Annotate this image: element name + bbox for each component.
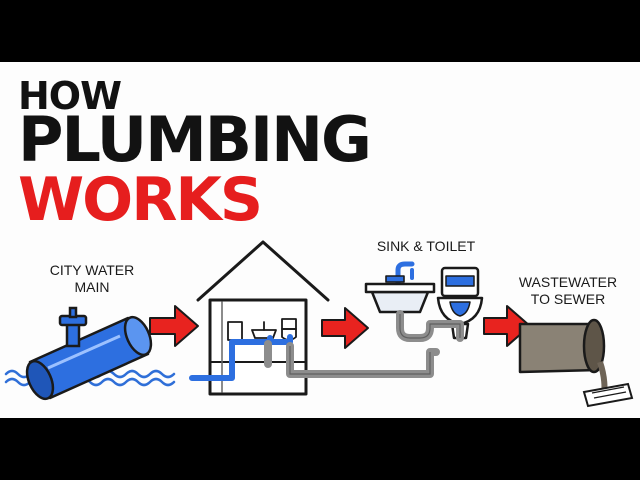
wastewater-label-line1: WASTEWATER [518,274,618,290]
valve-icon [58,306,88,348]
title-works: WORKS [18,165,263,235]
flow-arrows [149,305,531,349]
arrow-to-sewer [483,305,531,347]
arrow-to-fixtures [321,307,369,349]
sink-toilet-label: SINK & TOILET [376,238,476,254]
toilet-icon [436,266,484,340]
illustration-canvas: HOW PLUMBING WORKS CITY WATER MAIN SINK … [0,62,640,418]
waste-drain-line [264,340,440,378]
title-plumbing: PLUMBING [18,103,372,176]
letterbox-bottom [0,418,640,480]
drain-grate-icon [582,382,634,408]
sewer-pipe-icon [518,318,608,397]
letterbox-top [0,0,640,62]
water-main-pipe-icon [25,315,153,401]
sink-icon [364,261,436,314]
title-how: HOW [18,74,122,118]
city-water-main-label-line2: MAIN [74,279,110,295]
plumbing-diagram [4,240,634,408]
wastewater-label: WASTEWATER TO SEWER [506,274,630,308]
city-water-main-label-line1: CITY WATER [49,262,135,278]
city-water-main-label: CITY WATER MAIN [32,262,152,296]
wastewater-label-line2: TO SEWER [530,291,606,307]
arrow-to-house [149,305,199,347]
